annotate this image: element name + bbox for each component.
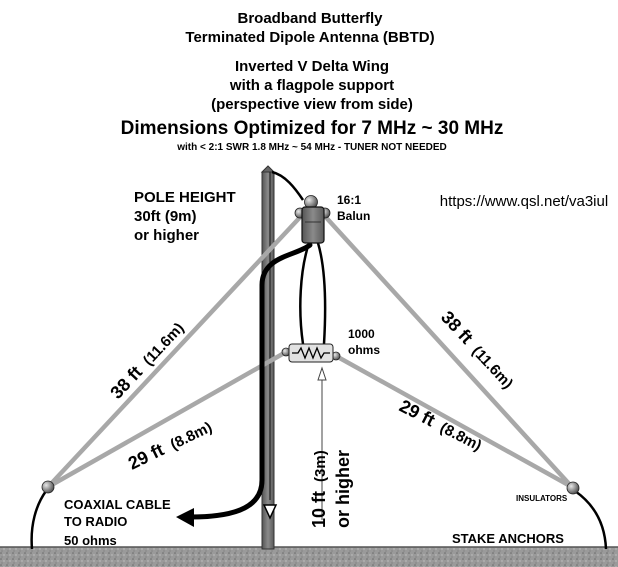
coax-connector [262, 504, 278, 520]
left-outer-ft: 38 ft [106, 362, 146, 403]
ground [0, 547, 618, 567]
height-length: 10 ft (3m) [309, 450, 329, 528]
pole-height-note: or higher [134, 227, 199, 244]
left-inner-length: 29 ft (8.8m) [125, 416, 215, 474]
right-inner-ft: 29 ft [396, 396, 438, 431]
left-outer-wire [46, 211, 306, 489]
insulators-label: INSULATORS [516, 494, 568, 503]
coax-label-3: 50 ohms [64, 533, 117, 548]
right-inner-wire [334, 354, 574, 489]
left-inner-m: (8.8m) [168, 419, 215, 454]
right-outer-m: (11.6m) [468, 343, 516, 392]
left-insulator [41, 480, 55, 494]
main-title: Dimensions Optimized for 7 MHz ~ 30 MHz [121, 118, 504, 139]
pole-top [260, 165, 276, 173]
right-insulator [566, 481, 580, 495]
balun-feed-right [316, 242, 327, 345]
stake-anchors-label: STAKE ANCHORS [452, 531, 564, 546]
pole-height-label: POLE HEIGHT [134, 189, 236, 206]
title-line-5: (perspective view from side) [211, 96, 413, 113]
left-inner-ft: 29 ft [125, 439, 167, 473]
left-outer-length: 38 ft (11.6m) [106, 318, 187, 403]
title-line-4: with a flagpole support [229, 77, 394, 94]
coax-label-1: COAXIAL CABLE [64, 497, 171, 512]
url-text: https://www.qsl.net/va3iul [440, 193, 608, 210]
title-line-2: Terminated Dipole Antenna (BBTD) [185, 29, 434, 46]
height-ft: 10 ft [309, 491, 329, 528]
coax-arrow-head [176, 508, 194, 527]
balun-label: Balun [337, 209, 370, 223]
height-m: (3m) [312, 450, 329, 482]
resistor-unit: ohms [348, 343, 380, 357]
resistor-value: 1000 [348, 327, 375, 341]
left-tie-rope [30, 490, 48, 550]
resistor-icon [281, 343, 341, 363]
subtitle: with < 2:1 SWR 1.8 MHz ~ 54 MHz - TUNER … [176, 142, 446, 153]
right-tie-rope [574, 489, 608, 550]
balun-ratio: 16:1 [337, 193, 361, 207]
height-arrow-head [317, 366, 327, 381]
height-note: or higher [333, 450, 353, 528]
halyard-rope [271, 170, 305, 201]
left-inner-wire [46, 350, 288, 489]
coax-cable [187, 242, 313, 520]
balun-feed-left [299, 242, 311, 345]
title-line-3: Inverted V Delta Wing [235, 58, 389, 75]
balun-box [301, 206, 325, 244]
right-outer-wire [320, 211, 574, 489]
right-inner-length: 29 ft (8.8m) [396, 396, 485, 455]
title-line-1: Broadband Butterfly [237, 10, 383, 27]
right-outer-ft: 38 ft [437, 307, 477, 348]
pole-height-value: 30ft (9m) [134, 208, 197, 225]
coax-label-2: TO RADIO [64, 514, 127, 529]
